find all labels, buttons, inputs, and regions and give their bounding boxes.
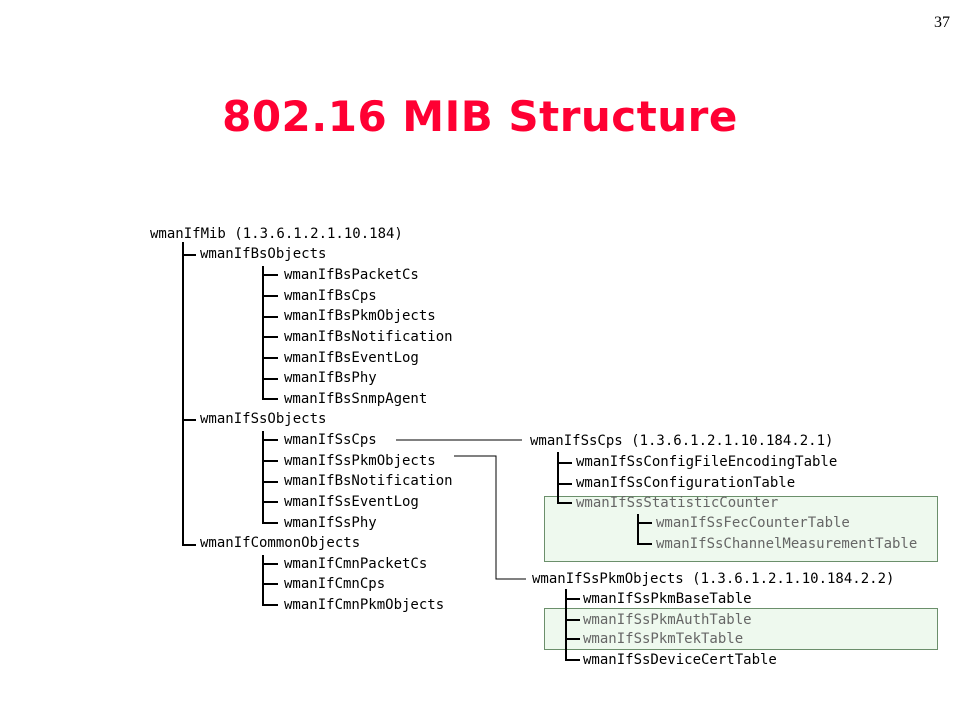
bs-objects-node: wmanIfBsObjects	[200, 246, 327, 262]
ss-objects-node: wmanIfSsObjects	[200, 411, 327, 427]
ss-child-node: wmanIfSsPhy	[284, 515, 377, 531]
ss-cps-detail-subitem: wmanIfSsChannelMeasurementTable	[656, 536, 918, 552]
ss-child-node: wmanIfSsPkmObjects	[284, 453, 436, 469]
ss-cps-detail-subitem: wmanIfSsFecCounterTable	[656, 515, 850, 531]
ss-child-node: wmanIfBsNotification	[284, 473, 453, 489]
statistic-counter-highlight	[544, 496, 938, 562]
bs-child-node: wmanIfBsCps	[284, 288, 377, 304]
bs-child-node: wmanIfBsSnmpAgent	[284, 391, 428, 407]
bs-child-node: wmanIfBsNotification	[284, 329, 453, 345]
bs-child-node: wmanIfBsPkmObjects	[284, 308, 436, 324]
common-child-node: wmanIfCmnPkmObjects	[284, 597, 445, 613]
common-child-node: wmanIfCmnPacketCs	[284, 556, 428, 572]
ss-child-node: wmanIfSsCps	[284, 432, 377, 448]
slide-number: 37	[934, 14, 950, 31]
ss-pkm-detail-header: wmanIfSsPkmObjects (1.3.6.1.2.1.10.184.2…	[532, 571, 895, 587]
slide-title: 802.16 MIB Structure	[222, 92, 738, 141]
mib-root: wmanIfMib (1.3.6.1.2.1.10.184)	[150, 226, 403, 242]
bs-child-node: wmanIfBsEventLog	[284, 350, 419, 366]
ss-cps-detail-item: wmanIfSsConfigurationTable	[576, 475, 796, 491]
ss-pkm-detail-item: wmanIfSsPkmTekTable	[583, 631, 744, 647]
bs-child-node: wmanIfBsPhy	[284, 370, 377, 386]
pkm-auth-tek-highlight	[544, 608, 938, 650]
common-objects-node: wmanIfCommonObjects	[200, 535, 361, 551]
ss-cps-detail-item: wmanIfSsStatisticCounter	[576, 495, 779, 511]
ss-child-node: wmanIfSsEventLog	[284, 494, 419, 510]
ss-cps-detail-header: wmanIfSsCps (1.3.6.1.2.1.10.184.2.1)	[530, 433, 834, 449]
ss-pkm-detail-item: wmanIfSsPkmBaseTable	[583, 591, 752, 607]
ss-cps-detail-item: wmanIfSsConfigFileEncodingTable	[576, 454, 838, 470]
common-child-node: wmanIfCmnCps	[284, 576, 386, 592]
bs-child-node: wmanIfBsPacketCs	[284, 267, 419, 283]
ss-pkm-detail-item: wmanIfSsPkmAuthTable	[583, 612, 752, 628]
ss-pkm-detail-item: wmanIfSsDeviceCertTable	[583, 652, 777, 668]
